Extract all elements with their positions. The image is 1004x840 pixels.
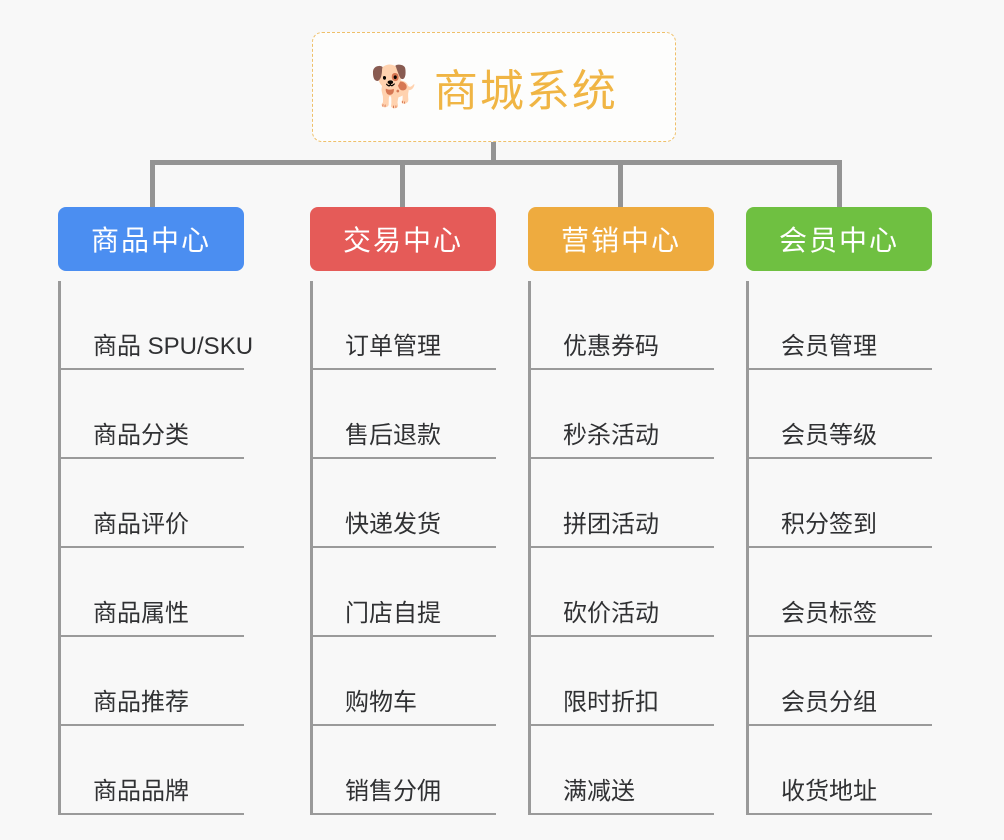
leaf-item[interactable]: 优惠券码 — [531, 281, 714, 370]
leaf-item[interactable]: 销售分佣 — [313, 726, 496, 815]
branch-header-3[interactable]: 营销中心 — [528, 207, 714, 271]
trunk-drop-connector-4 — [837, 160, 842, 207]
leaf-list-1: 商品 SPU/SKU 商品分类 商品评价 商品属性 商品推荐 商品品牌 — [58, 281, 253, 815]
leaf-item[interactable]: 商品品牌 — [61, 726, 244, 815]
branch-header-label-3: 营销中心 — [560, 225, 681, 256]
leaf-item[interactable]: 会员管理 — [749, 281, 932, 370]
leaf-label: 秒杀活动 — [563, 422, 659, 450]
leaf-item[interactable]: 秒杀活动 — [531, 370, 714, 459]
leaf-label: 积分签到 — [781, 511, 877, 539]
branch-header-label-2: 交易中心 — [342, 225, 463, 256]
leaf-label: 限时折扣 — [563, 689, 659, 717]
trunk-drop-connector-1 — [150, 160, 155, 207]
leaf-label: 会员分组 — [781, 689, 877, 717]
leaf-list-2: 订单管理 售后退款 快递发货 门店自提 购物车 销售分佣 — [310, 281, 496, 815]
leaf-item[interactable]: 会员等级 — [749, 370, 932, 459]
leaf-label: 会员标签 — [781, 600, 877, 628]
branch-header-4[interactable]: 会员中心 — [746, 207, 932, 271]
leaf-label: 购物车 — [345, 689, 417, 717]
leaf-label: 快递发货 — [345, 511, 441, 539]
root-title: 商城系统 — [433, 67, 618, 116]
trunk-horizontal-connector — [150, 160, 842, 165]
trunk-drop-connector-3 — [618, 160, 623, 207]
leaf-item[interactable]: 商品评价 — [61, 459, 244, 548]
leaf-item[interactable]: 积分签到 — [749, 459, 932, 548]
leaf-label: 会员等级 — [781, 422, 877, 450]
leaf-item[interactable]: 拼团活动 — [531, 459, 714, 548]
leaf-label: 收货地址 — [781, 778, 877, 806]
leaf-item[interactable]: 满减送 — [531, 726, 714, 815]
branch-column-4: 会员中心 会员管理 会员等级 积分签到 会员标签 会员分组 收货地址 — [746, 207, 932, 815]
leaf-item[interactable]: 售后退款 — [313, 370, 496, 459]
leaf-label: 销售分佣 — [345, 778, 441, 806]
leaf-item[interactable]: 订单管理 — [313, 281, 496, 370]
leaf-item[interactable]: 门店自提 — [313, 548, 496, 637]
leaf-item[interactable]: 会员标签 — [749, 548, 932, 637]
leaf-item[interactable]: 砍价活动 — [531, 548, 714, 637]
branch-header-label-4: 会员中心 — [778, 225, 899, 256]
leaf-label: 订单管理 — [345, 333, 441, 361]
branch-column-1: 商品中心 商品 SPU/SKU 商品分类 商品评价 商品属性 商品推荐 商品品牌 — [58, 207, 253, 815]
leaf-label: 砍价活动 — [563, 600, 659, 628]
leaf-item[interactable]: 商品分类 — [61, 370, 244, 459]
branch-header-2[interactable]: 交易中心 — [310, 207, 496, 271]
leaf-label: 优惠券码 — [563, 333, 659, 361]
branch-header-label-1: 商品中心 — [90, 225, 211, 256]
trunk-stem-connector — [491, 142, 496, 162]
leaf-label: 商品品牌 — [93, 778, 189, 806]
leaf-item[interactable]: 商品属性 — [61, 548, 244, 637]
branch-header-1[interactable]: 商品中心 — [58, 207, 244, 271]
leaf-item[interactable]: 商品 SPU/SKU — [61, 281, 253, 370]
leaf-label: 售后退款 — [345, 422, 441, 450]
leaf-label: 商品推荐 — [93, 689, 189, 717]
leaf-label: 会员管理 — [781, 333, 877, 361]
leaf-item[interactable]: 限时折扣 — [531, 637, 714, 726]
leaf-label: 商品评价 — [93, 511, 189, 539]
leaf-list-3: 优惠券码 秒杀活动 拼团活动 砍价活动 限时折扣 满减送 — [528, 281, 714, 815]
leaf-label: 商品属性 — [93, 600, 189, 628]
leaf-item[interactable]: 收货地址 — [749, 726, 932, 815]
leaf-list-4: 会员管理 会员等级 积分签到 会员标签 会员分组 收货地址 — [746, 281, 932, 815]
leaf-label: 满减送 — [563, 778, 635, 806]
leaf-item[interactable]: 购物车 — [313, 637, 496, 726]
leaf-item[interactable]: 商品推荐 — [61, 637, 244, 726]
leaf-label: 商品 SPU/SKU — [93, 333, 254, 361]
leaf-label: 拼团活动 — [563, 511, 659, 539]
leaf-label: 门店自提 — [345, 600, 441, 628]
leaf-item[interactable]: 会员分组 — [749, 637, 932, 726]
trunk-drop-connector-2 — [400, 160, 405, 207]
leaf-label: 商品分类 — [93, 422, 189, 450]
root-node[interactable]: 🐕 商城系统 — [312, 32, 676, 142]
branch-column-3: 营销中心 优惠券码 秒杀活动 拼团活动 砍价活动 限时折扣 满减送 — [528, 207, 714, 815]
leaf-item[interactable]: 快递发货 — [313, 459, 496, 548]
branch-column-2: 交易中心 订单管理 售后退款 快递发货 门店自提 购物车 销售分佣 — [310, 207, 496, 815]
shiba-dog-emoji: 🐕 — [370, 65, 420, 109]
